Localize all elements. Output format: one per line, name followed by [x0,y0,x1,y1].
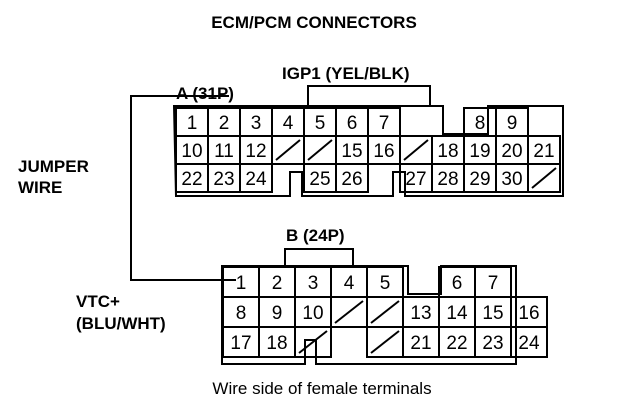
connector-b-label: B (24P) [286,226,345,245]
connector-a-terminal-number: 30 [501,169,522,190]
connector-a-empty-slot-slash [275,139,301,161]
jumper-wire-label: JUMPER WIRE [18,157,94,197]
connector-a-terminal-number: 18 [437,141,458,162]
connector-a-terminal-number: 3 [251,113,262,134]
connector-b-terminal-number: 8 [236,303,247,324]
connector-b-terminal-number: 2 [272,273,283,294]
connector-a-terminal-number: 11 [214,141,234,162]
connector-b-terminal-number: 13 [410,303,431,324]
connector-a-terminal-number: 23 [213,169,234,190]
connector-a-cell [527,163,561,193]
connector-a-terminal-number: 7 [379,113,390,134]
connector-a-terminal-number: 2 [219,113,230,134]
connector-a-terminal-number: 28 [437,169,458,190]
connector-b-empty-slot-slash [370,330,400,354]
connector-a-empty-slot-slash [531,167,557,189]
vtc-label: VTC+ (BLU/WHT) [76,292,166,333]
connector-a-terminal-number: 12 [245,141,266,162]
connector-b-terminal-number: 15 [482,303,503,324]
connector-b-bracket [284,248,354,266]
connector-b-empty-slot-slash [370,300,400,324]
jumper-wire [130,95,236,281]
connector-a-terminal-number: 1 [187,113,198,134]
connector-a-empty-slot-slash [403,139,429,161]
connector-b-terminal-number: 16 [518,303,539,324]
connector-b-cell [294,326,332,358]
connector-a-terminal-number: 9 [507,113,518,134]
connector-a-empty-slot-slash [307,139,333,161]
connector-b-terminal-number: 1 [236,273,247,294]
connector-b-terminal-number: 9 [272,303,283,324]
connector-b-terminal-number: 4 [344,273,355,294]
diagram-caption: Wire side of female terminals [212,379,431,398]
connector-a-terminal-number: 22 [181,169,202,190]
diagram-title: ECM/PCM CONNECTORS [211,13,417,32]
connector-b-outline [221,265,517,365]
connector-b-terminal-number: 14 [446,303,468,324]
connector-a-terminal-number: 8 [475,113,486,134]
connector-a-terminal-number: 25 [309,169,330,190]
connector-a-terminal-number: 24 [245,169,267,190]
connector-b-empty-slot-slash [334,300,364,324]
connector-b-terminal-number: 10 [302,303,323,324]
connector-b-terminal-number: 24 [518,333,540,354]
connector-a-terminal-number: 21 [533,141,554,162]
connector-a-terminal-number: 4 [283,113,294,134]
connector-a-terminal-number: 6 [347,113,358,134]
connector-b-terminal-number: 6 [452,273,463,294]
connector-a-terminal-number: 5 [315,113,326,134]
igp1-label: IGP1 (YEL/BLK) [282,64,410,83]
connector-b-terminal-number: 23 [482,333,503,354]
connector-a-terminal-number: 29 [469,169,490,190]
connector-a-terminal-number: 27 [405,169,426,190]
connector-a-terminal-number: 26 [341,169,362,190]
connector-b-terminal-number: 17 [230,333,251,354]
connector-a-cell [239,163,273,193]
connector-a-terminal-number: 20 [501,141,522,162]
connector-a-terminal-number: 19 [469,141,490,162]
connector-b-empty-slot-slash [298,330,328,354]
connector-b-terminal-number: 3 [308,273,319,294]
connector-b-cell [510,326,548,358]
connector-a-cell [335,163,369,193]
connector-a-terminal-number: 10 [181,141,202,162]
connector-b-terminal-number: 22 [446,333,467,354]
connector-b-terminal-number: 7 [488,273,499,294]
igp1-bracket [307,85,431,106]
connector-a-terminal-number: 15 [341,141,362,162]
connector-a-outline [172,105,564,197]
connector-b-terminal-number: 21 [410,333,431,354]
connector-a-terminal-number: 16 [373,141,394,162]
connector-a-label: A (31P) [176,84,234,103]
connector-b-terminal-number: 18 [266,333,287,354]
connector-b-terminal-number: 5 [380,273,391,294]
